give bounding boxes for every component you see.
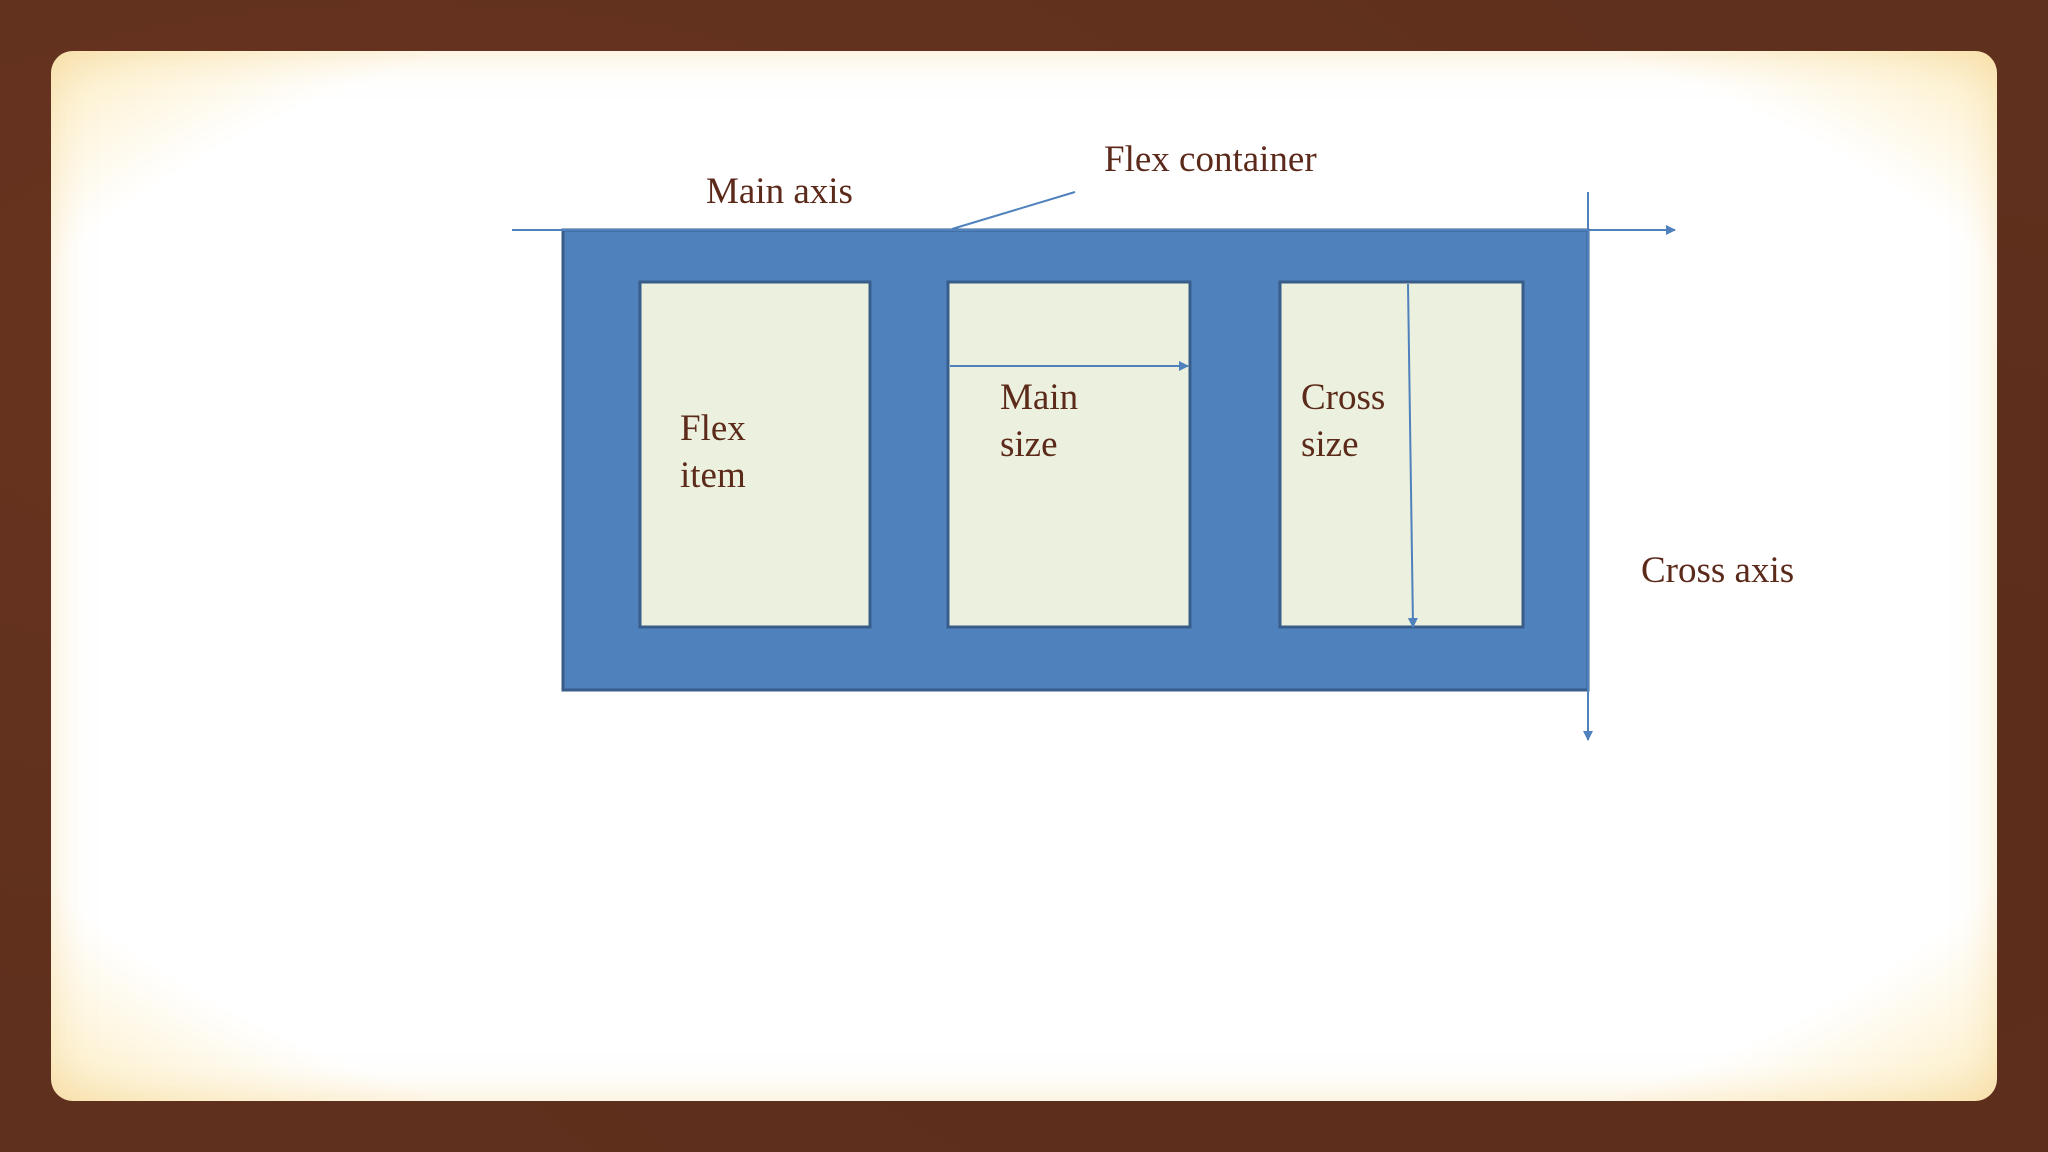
flex-item-label-line1: Flex xyxy=(680,408,746,449)
flex-container-label: Flex container xyxy=(1104,139,1317,180)
flex-item-box-2 xyxy=(946,280,1192,629)
cross-size-arrow xyxy=(1407,283,1418,628)
main-size-label-line2: size xyxy=(1000,424,1058,465)
flex-item-box-1 xyxy=(638,280,872,629)
cross-size-label-line2: size xyxy=(1301,424,1359,465)
main-axis-label: Main axis xyxy=(706,171,853,212)
flex-item-box-3 xyxy=(1278,280,1525,629)
cross-size-label-line1: Cross xyxy=(1301,377,1385,418)
flex-container-callout-line xyxy=(951,191,1076,230)
cross-axis-label: Cross axis xyxy=(1641,550,1794,591)
flex-item-label-line2: item xyxy=(680,455,746,496)
main-size-label-line1: Main xyxy=(1000,377,1078,418)
